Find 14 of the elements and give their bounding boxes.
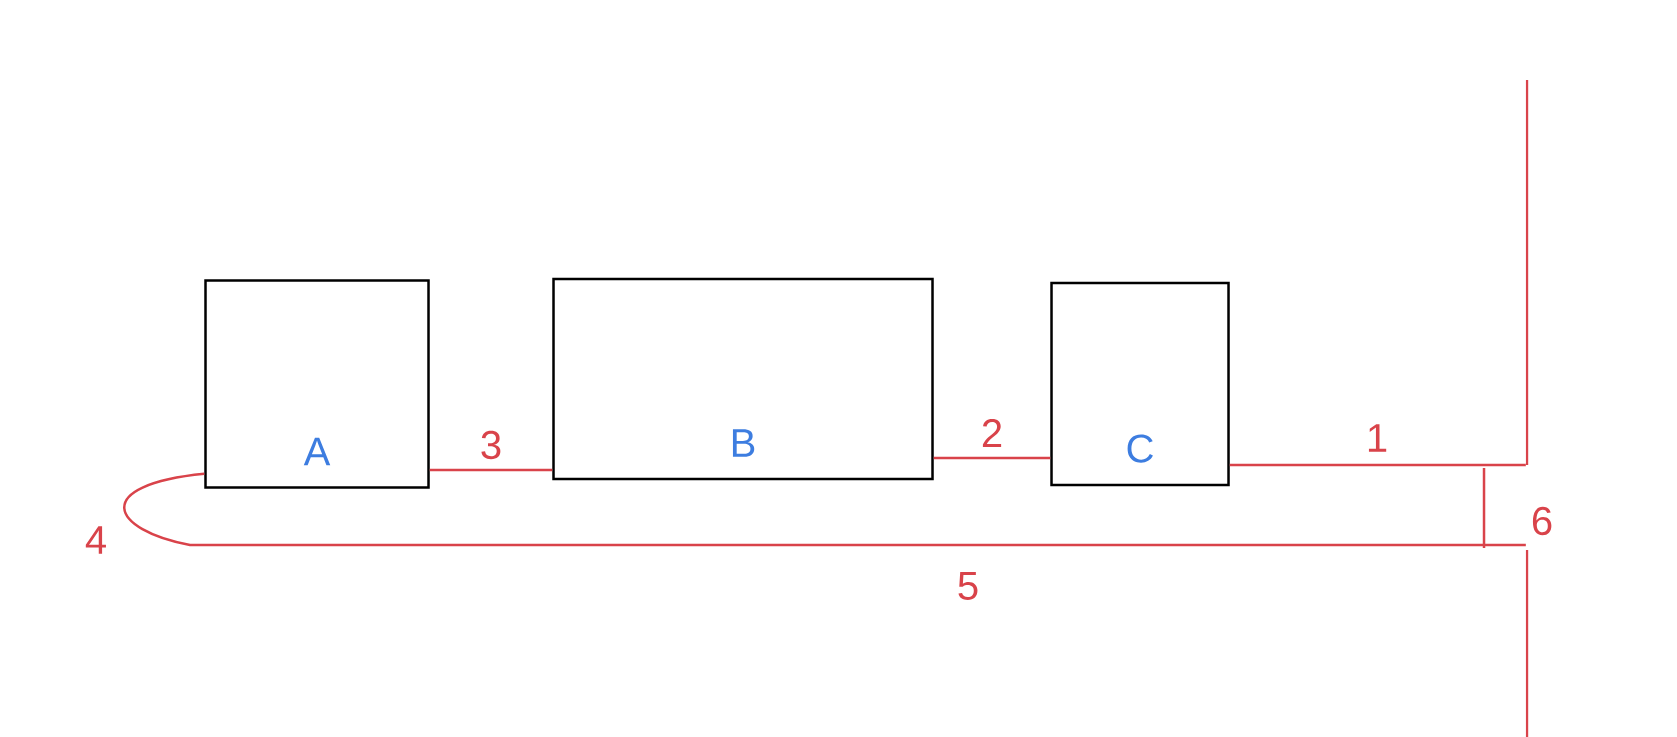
edge-label: 5 <box>958 572 978 600</box>
number-label: 6 <box>1532 506 1552 536</box>
wall-line <box>1525 78 1529 737</box>
edge-label: 1 <box>1368 424 1387 452</box>
connector-line <box>123 472 1526 547</box>
connector-line <box>1229 463 1526 467</box>
letter-box: C <box>1050 281 1230 487</box>
number-label: 4 <box>85 526 106 554</box>
edge-label: 3 <box>481 430 501 460</box>
edge-label: 2 <box>982 419 1002 447</box>
connector-line <box>429 468 553 472</box>
connector-line <box>933 456 1051 460</box>
letter-box: B <box>552 277 934 481</box>
letter-box: A <box>204 279 430 489</box>
